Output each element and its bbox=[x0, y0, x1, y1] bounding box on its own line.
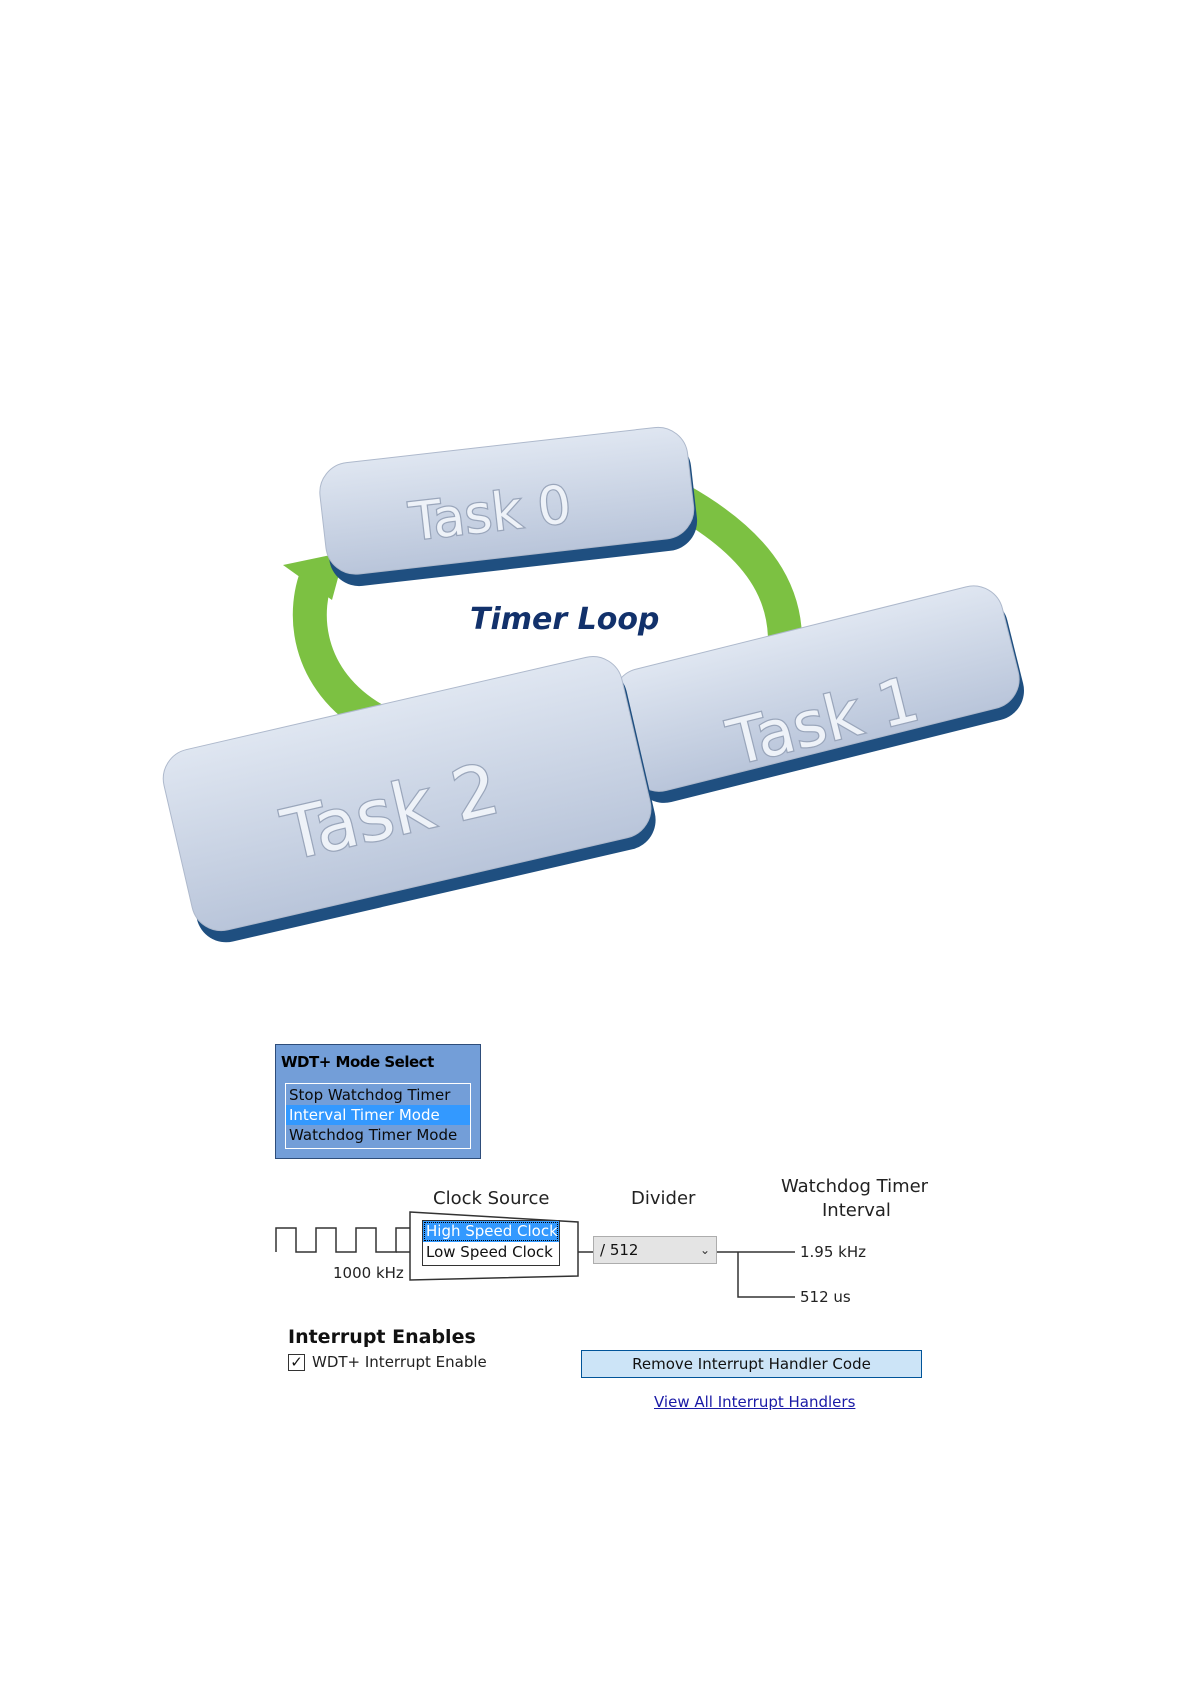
clock-source-listbox[interactable]: High Speed Clock Low Speed Clock bbox=[422, 1220, 560, 1266]
interval-frequency: 1.95 kHz bbox=[800, 1243, 867, 1261]
mode-option-stop[interactable]: Stop Watchdog Timer bbox=[289, 1086, 451, 1104]
wdt-mode-panel: WDT+ Mode Select Stop Watchdog Timer Int… bbox=[275, 1044, 481, 1159]
wdt-interrupt-label: WDT+ Interrupt Enable bbox=[312, 1353, 487, 1371]
clock-option-high[interactable]: High Speed Clock bbox=[423, 1221, 559, 1242]
wdt-mode-title: WDT+ Mode Select bbox=[281, 1053, 434, 1071]
mode-option-interval[interactable]: Interval Timer Mode bbox=[286, 1105, 470, 1125]
view-all-interrupt-handlers-link[interactable]: View All Interrupt Handlers bbox=[654, 1393, 856, 1411]
interval-label-line1: Watchdog Timer bbox=[781, 1176, 929, 1197]
clock-option-low[interactable]: Low Speed Clock bbox=[426, 1243, 553, 1261]
task-0-tile: Task 0 bbox=[319, 426, 698, 587]
mode-option-watchdog[interactable]: Watchdog Timer Mode bbox=[289, 1126, 458, 1144]
divider-select[interactable]: / 512 ⌄ bbox=[593, 1236, 717, 1264]
clock-frequency: 1000 kHz bbox=[333, 1264, 404, 1282]
interrupt-enables-heading: Interrupt Enables bbox=[288, 1326, 476, 1348]
task-2-tile: Task 2 bbox=[162, 656, 656, 943]
clock-waveform-icon bbox=[275, 1227, 418, 1253]
interval-period: 512 us bbox=[800, 1288, 851, 1306]
divider-label: Divider bbox=[631, 1188, 696, 1209]
chevron-down-icon: ⌄ bbox=[699, 1243, 710, 1257]
interval-label-line2: Interval bbox=[822, 1200, 891, 1221]
wdt-mode-listbox[interactable]: Stop Watchdog Timer Interval Timer Mode … bbox=[285, 1083, 471, 1149]
timer-loop-title: Timer Loop bbox=[470, 602, 660, 637]
wdt-interrupt-checkbox[interactable]: ✓ bbox=[288, 1354, 305, 1371]
loop-arrow-head bbox=[283, 552, 345, 600]
timer-loop-diagram: Task 0 Task 1 Task 2 bbox=[162, 426, 1024, 943]
task-1-tile: Task 1 bbox=[612, 585, 1024, 803]
remove-interrupt-handler-button[interactable]: Remove Interrupt Handler Code bbox=[581, 1350, 922, 1378]
divider-value: / 512 bbox=[600, 1241, 639, 1259]
clock-source-label: Clock Source bbox=[433, 1188, 550, 1209]
